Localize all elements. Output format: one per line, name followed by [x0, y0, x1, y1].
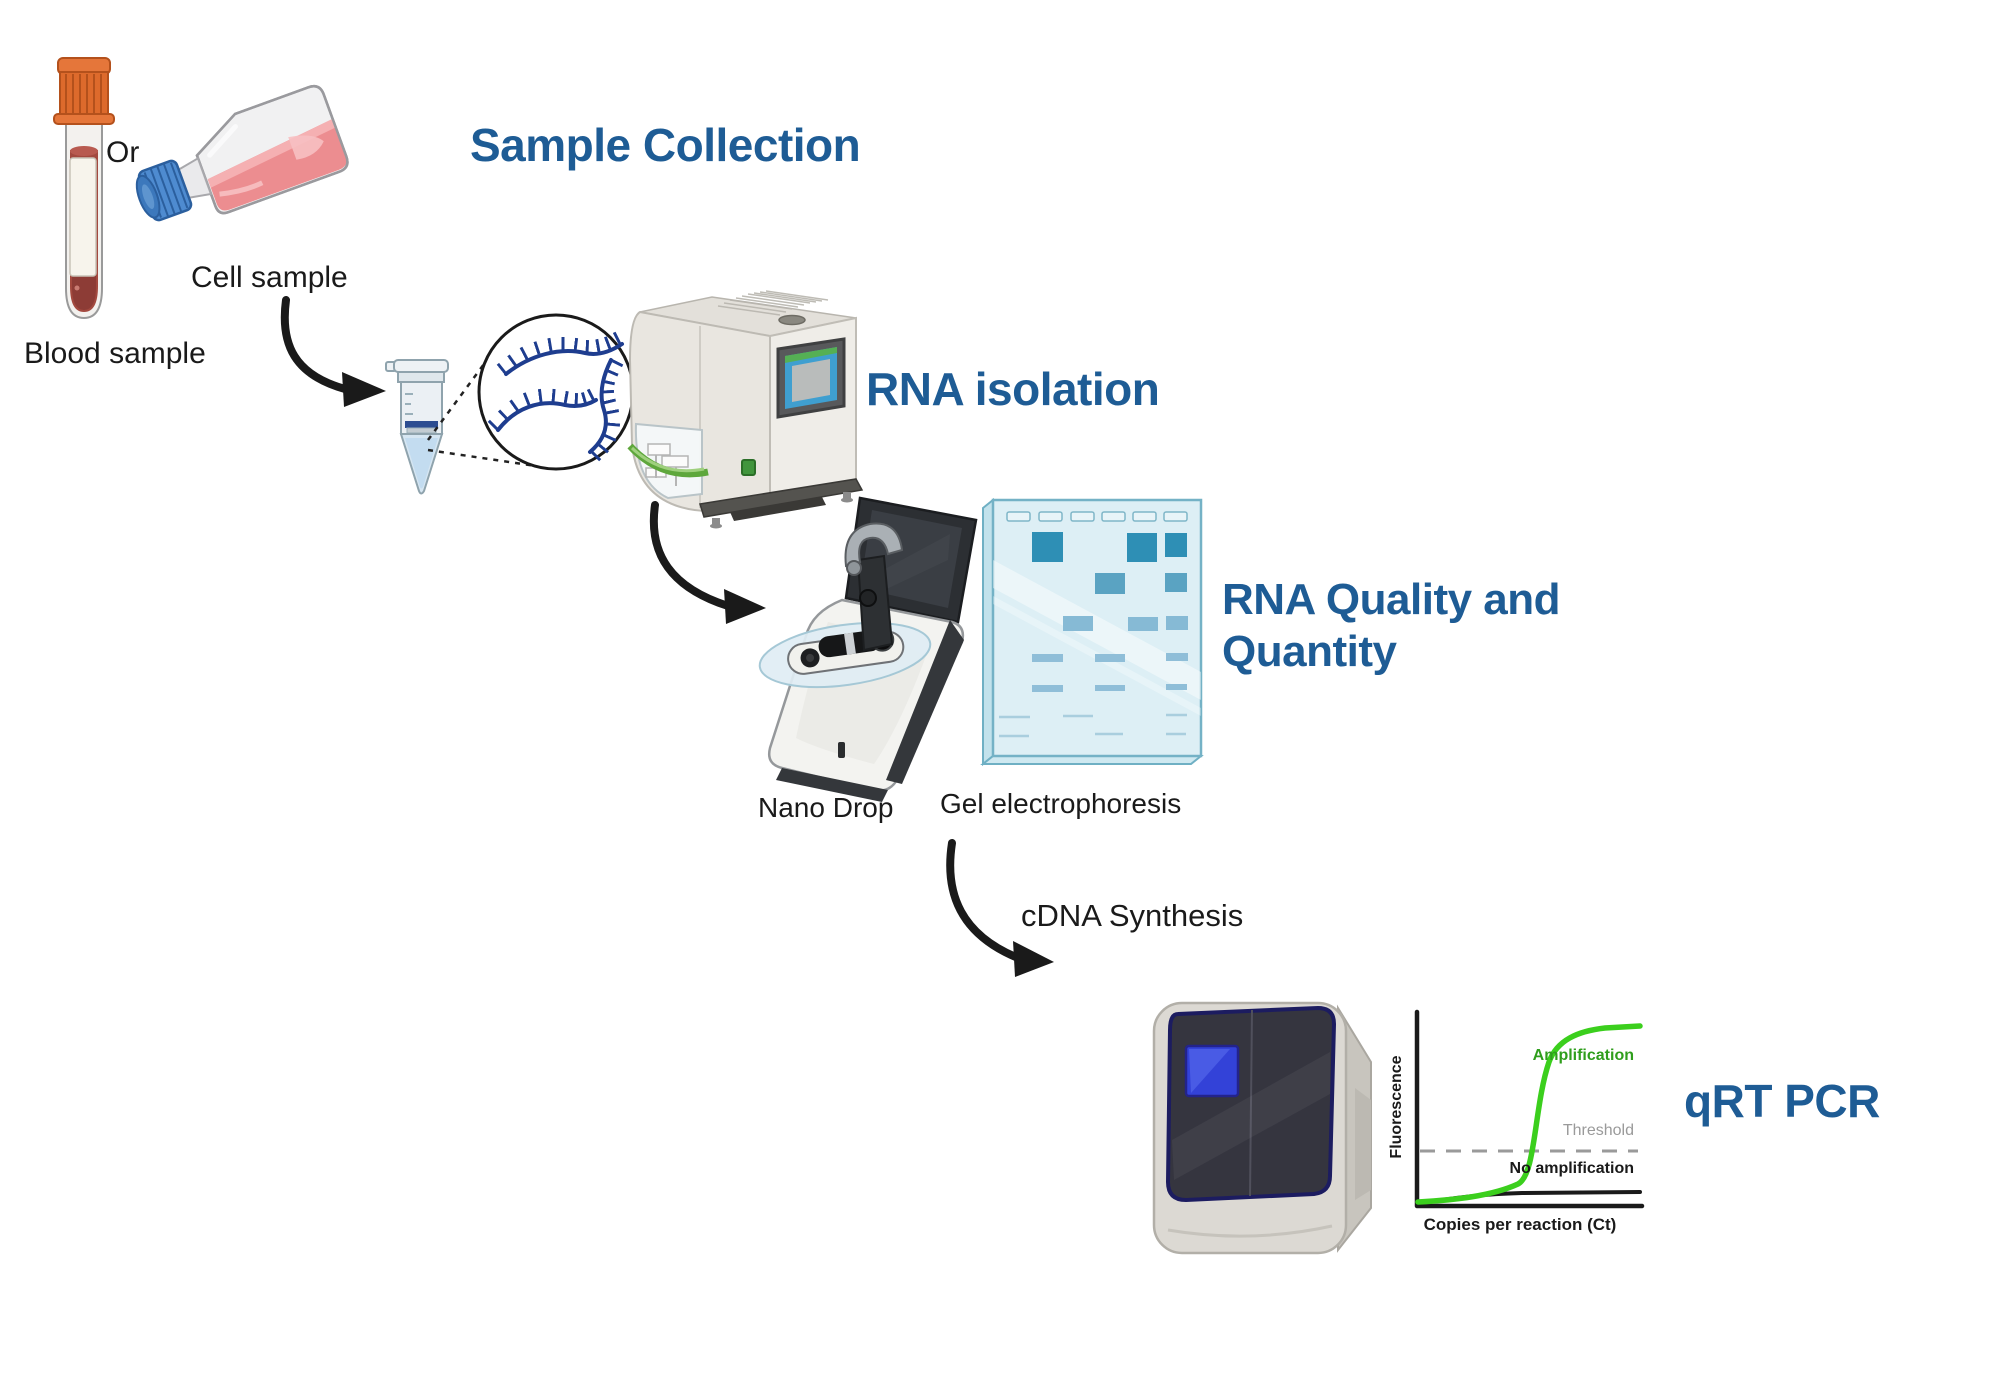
nanodrop-icon — [758, 496, 978, 802]
rna-quality-title: RNA Quality and Quantity — [1222, 574, 1561, 678]
rna-magnifier-circle — [477, 313, 635, 471]
rna-isolation-title: RNA isolation — [866, 363, 1160, 415]
rna-strand-icon — [487, 331, 624, 462]
sample-collection-title: Sample Collection — [470, 119, 861, 171]
gel-wells — [1006, 511, 1188, 522]
rna-quality-title-line2: Quantity — [1222, 626, 1397, 676]
machine-screen — [776, 337, 846, 419]
gel-electrophoresis-label: Gel electrophoresis — [940, 788, 1182, 819]
gel-electrophoresis-icon — [980, 497, 1204, 767]
amplification-curve — [1415, 1023, 1643, 1205]
chart-axes — [1414, 1009, 1645, 1209]
threshold-annotation: Threshold — [1562, 1122, 1634, 1139]
or-label: Or — [106, 136, 140, 169]
chart-ylabel: Fluorescence — [1388, 1055, 1405, 1159]
cell-flask-icon — [135, 84, 349, 222]
rna-quality-title-line1: RNA Quality and — [1222, 575, 1561, 624]
arrow-quality-to-pcr — [946, 839, 1054, 977]
cdna-synthesis-label: cDNA Synthesis — [1021, 898, 1244, 933]
amplification-annotation: Amplification — [1532, 1047, 1634, 1064]
qrt-pcr-title: qRT PCR — [1684, 1075, 1880, 1127]
gel-bands — [999, 532, 1188, 738]
nano-drop-label: Nano Drop — [758, 792, 894, 823]
blood-sample-label: Blood sample — [24, 337, 206, 370]
blood-tube-icon — [53, 57, 115, 320]
magnifier-connector-lines — [426, 363, 537, 468]
qpcr-machine-icon — [1152, 1001, 1372, 1255]
no-amplification-annotation: No amplification — [1509, 1160, 1634, 1177]
arrow-isolation-to-quality — [649, 501, 766, 624]
amplification-chart — [1414, 1009, 1645, 1209]
arrow-sample-to-tube — [280, 296, 386, 407]
microcentrifuge-tube-icon — [385, 359, 449, 495]
chart-xlabel: Copies per reaction (Ct) — [1423, 1215, 1617, 1234]
rna-isolation-machine-icon — [627, 290, 864, 529]
cell-sample-label: Cell sample — [191, 261, 348, 294]
